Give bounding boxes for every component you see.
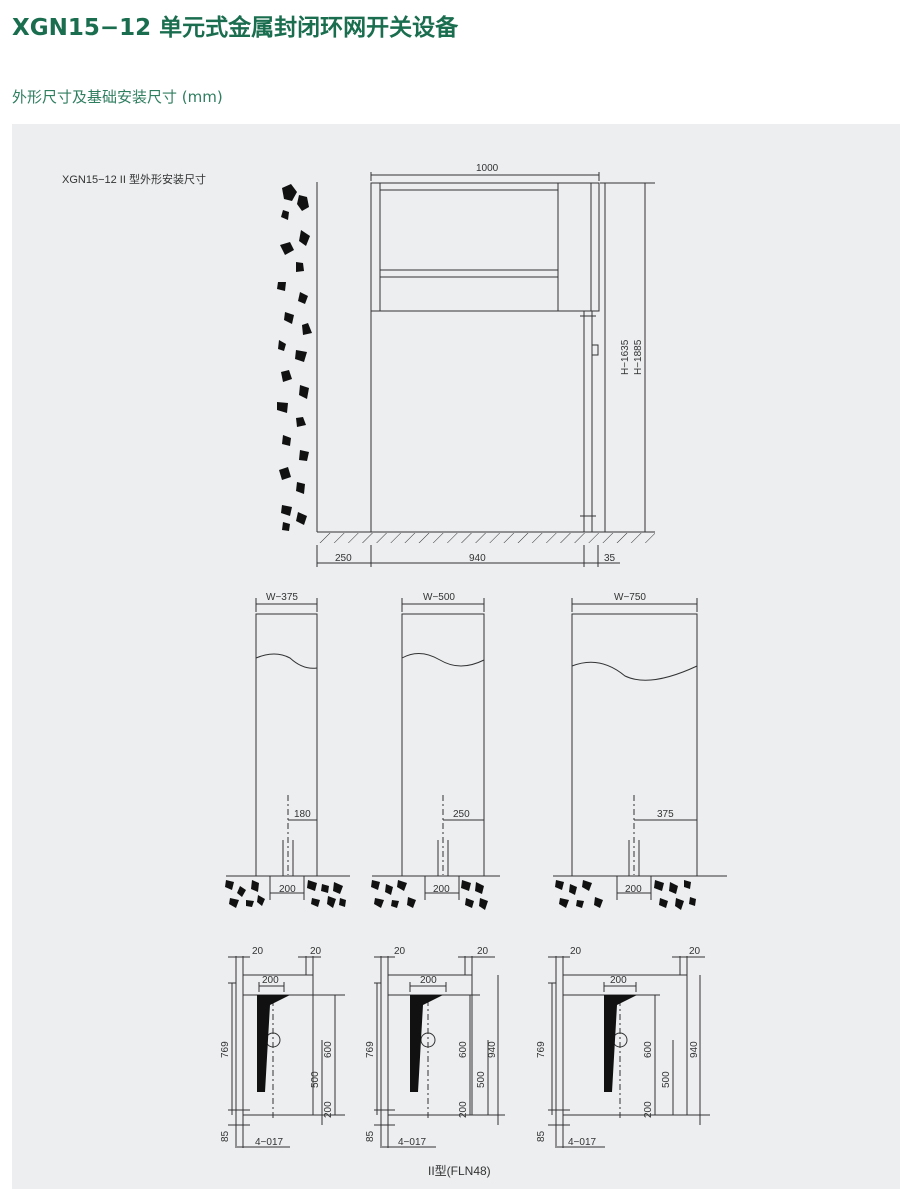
front-view-2 (372, 598, 500, 900)
plan1-dim-600: 600 (323, 1041, 334, 1058)
front-gap-2: 200 (433, 884, 450, 895)
plan-view-3 (548, 956, 710, 1148)
plan3-depth: 769 (536, 1041, 547, 1058)
front-gap-3: 200 (625, 884, 642, 895)
plan2-top-width: 200 (420, 975, 437, 986)
plan2-margin-right: 20 (477, 946, 489, 957)
plan2-dim-500: 500 (476, 1071, 487, 1088)
plan2-margin-left: 20 (394, 946, 406, 957)
plan1-margin-right: 20 (310, 946, 322, 957)
page-subtitle: 外形尺寸及基础安装尺寸 (mm) (12, 88, 223, 106)
plan2-dim-200: 200 (458, 1101, 469, 1118)
dim-base-left: 250 (335, 553, 352, 564)
plan2-depth: 769 (365, 1041, 376, 1058)
drawing-panel (12, 124, 900, 1189)
plan1-holes: 4−017 (255, 1137, 284, 1148)
plan1-depth: 769 (220, 1041, 231, 1058)
front-offset-3: 375 (657, 809, 674, 820)
plan3-dim-500: 500 (661, 1071, 672, 1088)
page-title: XGN15−12 单元式金属封闭环网开关设备 (12, 15, 459, 41)
plan3-margin-left: 20 (570, 946, 582, 957)
plan-view-2 (374, 956, 505, 1148)
plan3-dim-85: 85 (536, 1130, 547, 1142)
plan1-dim-85: 85 (220, 1130, 231, 1142)
front-offset-1: 180 (294, 809, 311, 820)
wall-aggregate (277, 184, 312, 531)
plan3-margin-right: 20 (689, 946, 701, 957)
drawing-caption: XGN15−12 II 型外形安装尺寸 (62, 172, 206, 186)
front-width-2: W−500 (423, 592, 455, 603)
front-view-3 (553, 598, 727, 900)
plan2-dim-940: 940 (487, 1041, 498, 1058)
dim-base-right: 35 (604, 553, 616, 564)
footer-label: II型(FLN48) (428, 1164, 491, 1178)
plan2-holes: 4−017 (398, 1137, 427, 1148)
dim-base-mid: 940 (469, 553, 486, 564)
plan-bracket-3 (604, 995, 637, 1092)
plan1-top-width: 200 (262, 975, 279, 986)
front-gap-1: 200 (279, 884, 296, 895)
floor-aggregate (225, 880, 696, 910)
plan-bracket-1 (257, 995, 290, 1092)
front-width-1: W−375 (266, 592, 298, 603)
plan1-margin-left: 20 (252, 946, 264, 957)
side-view (277, 172, 655, 567)
front-view-1 (226, 598, 350, 900)
plan-bracket-2 (410, 995, 443, 1092)
plan1-dim-500: 500 (310, 1071, 321, 1088)
plan2-dim-85: 85 (365, 1130, 376, 1142)
plan2-dim-600: 600 (458, 1041, 469, 1058)
front-offset-2: 250 (453, 809, 470, 820)
plan3-dim-600: 600 (643, 1041, 654, 1058)
plan3-dim-200: 200 (643, 1101, 654, 1118)
dim-height-b: H−1885 (633, 339, 644, 375)
plan3-holes: 4−017 (568, 1137, 597, 1148)
plan3-dim-940: 940 (689, 1041, 700, 1058)
dim-width-total: 1000 (476, 163, 499, 174)
plan1-dim-200: 200 (323, 1101, 334, 1118)
front-width-3: W−750 (614, 592, 646, 603)
dim-height-a: H−1635 (620, 339, 631, 375)
plan3-top-width: 200 (610, 975, 627, 986)
